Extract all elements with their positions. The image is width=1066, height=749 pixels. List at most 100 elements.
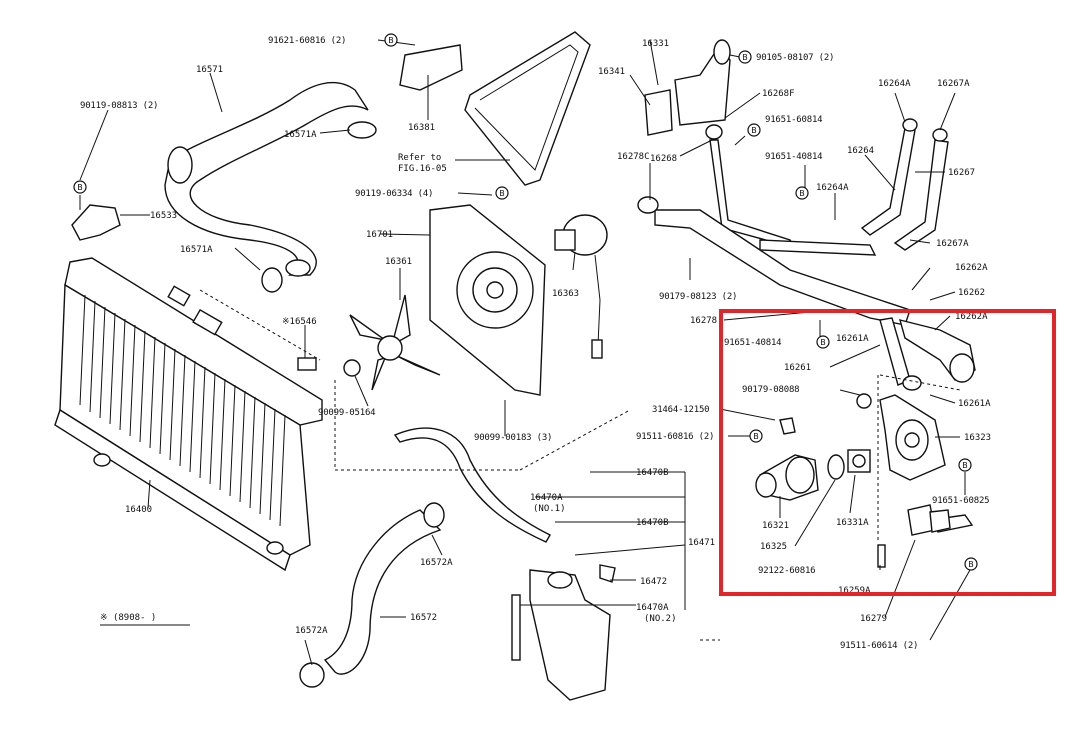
- lower-hose-16572: [323, 509, 442, 675]
- label-16470b: 16470B: [636, 468, 669, 478]
- label-16259a: 16259A: [838, 586, 871, 596]
- label-90119-06334: 90119-06334 (4): [355, 189, 433, 199]
- water-inlet-pipe-16278c: [637, 196, 911, 326]
- label-91651-60825: 91651-60825: [932, 496, 989, 506]
- clip-31464: [779, 417, 796, 435]
- part-labels: 16571 90119-08813 (2) 16571A 16533 16571…: [80, 36, 991, 651]
- label-90105-08107: 90105-08107 (2): [756, 53, 834, 63]
- fan-motor-16363: [554, 214, 608, 359]
- label-refer-to: Refer to: [398, 153, 441, 163]
- highlight-box: [719, 309, 1056, 596]
- label-8908: ※ (8908- ): [100, 613, 156, 623]
- leader-lines: [79, 39, 971, 666]
- hose-16264: [860, 118, 918, 236]
- fan-shroud-16701: [429, 204, 546, 396]
- label-16264a: 16264A: [878, 79, 911, 89]
- label-91651-60814: 91651-60814: [765, 115, 822, 125]
- bracket-16533: [71, 204, 121, 241]
- bypass-pipe-16279: [907, 504, 974, 536]
- label-16533: 16533: [150, 211, 177, 221]
- svg-text:B: B: [820, 338, 826, 347]
- label-16268: 16268: [650, 154, 677, 164]
- label-92122-60816: 92122-60816: [758, 566, 815, 576]
- label-16472: 16472: [640, 577, 667, 587]
- reservoir-16471: [511, 564, 616, 701]
- overflow-hose-16470b: [393, 427, 551, 543]
- label-31464: 31464-12150: [652, 405, 709, 415]
- svg-text:B: B: [77, 183, 83, 192]
- thermostat-gasket-16325: [827, 454, 845, 480]
- label-16262: 16262: [958, 288, 985, 298]
- label-16264a-b: 16264A: [816, 183, 849, 193]
- label-16262a: 16262A: [955, 263, 988, 273]
- gasket-16341: [644, 89, 673, 136]
- hose-16267: [893, 128, 949, 251]
- label-16701: 16701: [366, 230, 393, 240]
- label-90179-08088: 90179-08088: [742, 385, 799, 395]
- label-16268f: 16268F: [762, 89, 795, 99]
- nut-90179-08088: [856, 393, 872, 409]
- label-16267: 16267: [948, 168, 975, 178]
- label-16381: 16381: [408, 123, 435, 133]
- label-16572a: 16572A: [420, 558, 453, 568]
- label-16331a: 16331A: [836, 518, 869, 528]
- thermostat-16331a: [847, 449, 871, 473]
- label-91621: 91621-60816 (2): [268, 36, 346, 46]
- label-16470a-1-no: (NO.1): [533, 504, 566, 514]
- relay-16546: [297, 357, 317, 371]
- label-16400: 16400: [125, 505, 152, 515]
- hose-16261: [879, 317, 922, 391]
- svg-text:B: B: [742, 53, 748, 62]
- svg-text:B: B: [388, 36, 394, 45]
- clamp-16572a: [299, 502, 445, 688]
- bolt-callout-circles: B B B B B B B B B B: [73, 33, 978, 571]
- stud-92122-60816: [877, 544, 886, 568]
- label-16471: 16471: [688, 538, 715, 548]
- label-16278: 16278: [690, 316, 717, 326]
- label-16546: ※16546: [282, 317, 317, 327]
- svg-text:B: B: [968, 560, 974, 569]
- water-outlet-16331: [674, 39, 731, 126]
- label-16267a-b: 16267A: [936, 239, 969, 249]
- label-90179-08123: 90179-08123 (2): [659, 292, 737, 302]
- svg-text:B: B: [962, 461, 968, 470]
- label-16470b-b: 16470B: [636, 518, 669, 528]
- label-16470a-1: 16470A: [530, 493, 563, 503]
- label-16261a: 16261A: [836, 334, 869, 344]
- label-91651-40814-mid: 91651-40814: [724, 338, 781, 348]
- label-16278c: 16278C: [617, 152, 650, 162]
- label-16325: 16325: [760, 542, 787, 552]
- fan-16361: [349, 294, 441, 391]
- label-16262a-b: 16262A: [955, 312, 988, 322]
- label-16261a-b: 16261A: [958, 399, 991, 409]
- label-16341: 16341: [598, 67, 625, 77]
- label-90099-05164: 90099-05164: [318, 408, 375, 418]
- label-16264: 16264: [847, 146, 874, 156]
- label-16321: 16321: [762, 521, 789, 531]
- svg-text:B: B: [753, 432, 759, 441]
- label-16267a: 16267A: [937, 79, 970, 89]
- label-16331: 16331: [642, 39, 669, 49]
- label-16361: 16361: [385, 257, 412, 267]
- label-16470a-2-no: (NO.2): [644, 614, 677, 624]
- nut-90099-05164: [343, 359, 361, 377]
- label-91511-60614: 91511-60614 (2): [840, 641, 918, 651]
- label-16572a-b: 16572A: [295, 626, 328, 636]
- svg-text:B: B: [499, 189, 505, 198]
- label-16470a-2: 16470A: [636, 603, 669, 613]
- svg-text:B: B: [751, 126, 757, 135]
- label-16261: 16261: [784, 363, 811, 373]
- bracket-16381: [399, 44, 463, 91]
- upper-radiator-hose: [164, 81, 369, 277]
- label-fig-16-05: FIG.16-05: [398, 164, 447, 174]
- label-16323: 16323: [964, 433, 991, 443]
- label-90119-08813: 90119-08813 (2): [80, 101, 158, 111]
- drive-belt: [464, 31, 591, 186]
- svg-text:B: B: [799, 189, 805, 198]
- upper-hose-16262: [899, 319, 976, 383]
- label-16363: 16363: [552, 289, 579, 299]
- label-16572: 16572: [410, 613, 437, 623]
- water-outlet-housing-16323: [879, 394, 946, 481]
